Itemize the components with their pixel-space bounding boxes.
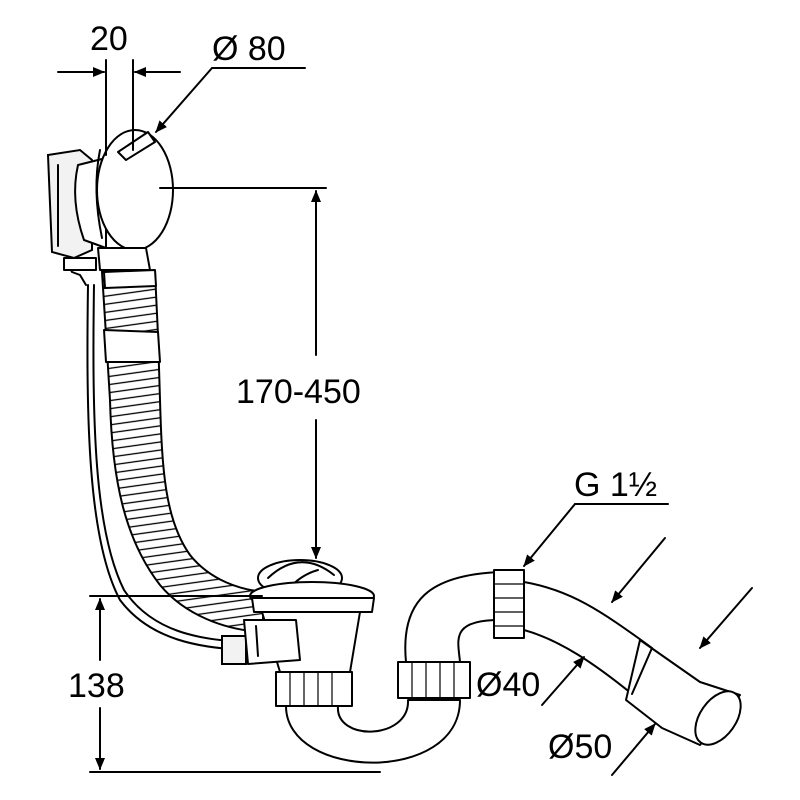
dimension-height-range: 170-450 — [159, 187, 361, 559]
dimension-diameter-50: Ø50 — [548, 587, 753, 776]
dimension-20: 20 — [57, 20, 181, 156]
dimension-label-height-bottom: 138 — [68, 667, 125, 705]
dimension-label-diameter-40: Ø40 — [476, 666, 540, 704]
dimension-thread: G 1½ — [523, 466, 669, 567]
dimension-label-diameter-top: Ø 80 — [212, 30, 286, 68]
dimension-label-diameter-50: Ø50 — [548, 728, 612, 766]
waste-fitting — [221, 559, 375, 673]
control-cable — [63, 257, 246, 651]
dimension-label-thread: G 1½ — [574, 466, 657, 504]
dimension-label-width: 20 — [90, 20, 128, 58]
dimension-label-height-range: 170-450 — [236, 373, 361, 411]
dimension-diameter-80: Ø 80 — [155, 30, 306, 133]
corrugated-hose — [100, 269, 267, 634]
trap — [275, 569, 742, 764]
overflow-fitting — [46, 129, 174, 271]
dimension-height-138: 138 — [68, 595, 381, 773]
dimension-diameter-40: Ø40 — [476, 537, 666, 706]
